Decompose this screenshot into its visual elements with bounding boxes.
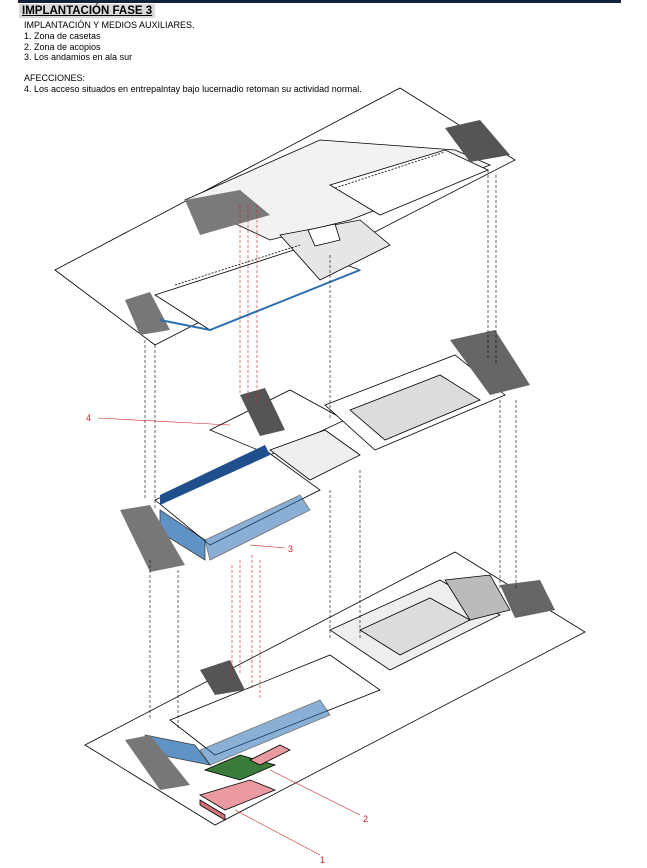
subtitle: IMPLANTACIÓN Y MEDIOS AUXILIARES. — [24, 20, 195, 30]
callout-1: 1 — [320, 855, 325, 865]
callout-4: 4 — [86, 413, 91, 423]
exploded-axonometric-drawing: 4 3 2 1 — [54, 87, 586, 865]
roof-level — [54, 87, 516, 346]
callout-2: 2 — [363, 814, 368, 824]
list-item-1: 1. Zona de casetas — [24, 31, 101, 41]
list-item-2: 2. Zona de acopios — [24, 41, 101, 52]
afecciones-title: AFECCIONES: — [24, 73, 86, 83]
page-title: IMPLANTACIÓN FASE 3 — [19, 4, 156, 18]
list-item-3: 3. Los andamios en ala sur — [24, 52, 133, 62]
alignment-lines — [144, 170, 517, 730]
middle-level — [120, 330, 530, 572]
callout-lines — [97, 417, 361, 856]
callout-3: 3 — [288, 544, 293, 554]
afecciones-item-4: 4. Los acceso situados en entrepalntay b… — [24, 83, 362, 94]
ground-level — [84, 551, 586, 826]
header-bar — [18, 0, 621, 3]
red-alignment-lines — [231, 205, 261, 700]
